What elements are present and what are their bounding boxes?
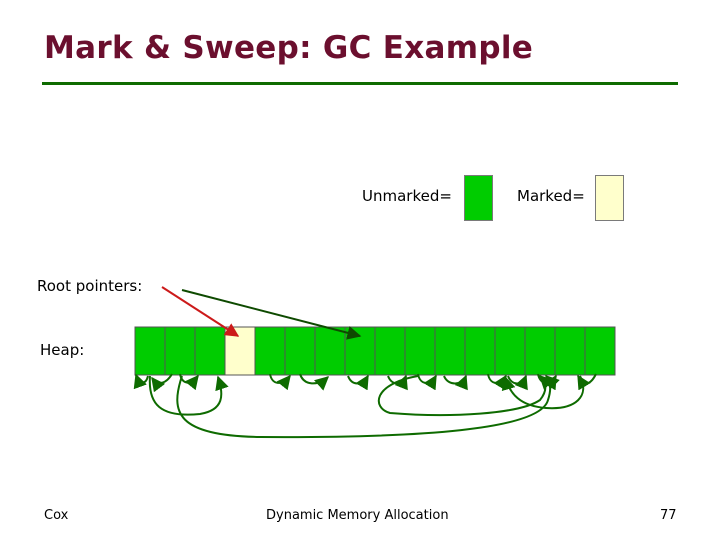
heap-pointer-arrow [148,375,229,416]
footer-author: Cox [44,508,69,523]
heap-pointer-arrow [133,373,149,390]
root-pointer-arrow [181,289,362,340]
heap-pointer-arrow [577,373,597,391]
heap-block-unmarked [464,326,496,376]
heap-pointer-arrow [151,373,173,393]
heap-block-unmarked [134,326,166,376]
heap-block-marked [224,326,256,376]
heap-pointer-arrow [417,373,437,391]
heap-block-unmarked [374,326,406,376]
heap-block-unmarked [404,326,436,376]
heap-pointer-arrow [501,375,585,410]
heap-block-unmarked [284,326,316,376]
root-pointers-label: Root pointers: [37,277,143,295]
heap-block-unmarked [494,326,526,376]
heap-block-unmarked [254,326,286,376]
heap-pointer-arrow [507,374,528,391]
heap-block-unmarked [524,326,556,376]
legend-marked-swatch [595,175,624,221]
heap-pointer-arrow [377,375,554,417]
legend-unmarked-swatch [464,175,493,221]
heap-block-unmarked [164,326,196,376]
footer-page-number: 77 [660,508,677,523]
slide-title: Mark & Sweep: GC Example [44,30,534,66]
title-underline [42,82,678,85]
legend-marked-label: Marked= [517,187,585,205]
heap-pointer-arrow [176,375,560,439]
root-pointer-arrow-marked [161,286,240,337]
heap-pointer-arrow [179,373,199,391]
heap-block-unmarked [434,326,466,376]
heap-block-unmarked [584,326,616,376]
heap-pointer-arrow [269,373,291,391]
heap-block-unmarked [194,326,226,376]
heap-pointer-arrow [347,374,369,391]
heap-pointer-arrow [443,374,468,391]
heap-label: Heap: [40,341,85,359]
heap-block-unmarked [314,326,346,376]
footer-course: Dynamic Memory Allocation [266,508,449,523]
heap-block-unmarked [554,326,586,376]
legend-unmarked-label: Unmarked= [362,187,452,205]
heap-pointer-arrow [299,373,330,391]
